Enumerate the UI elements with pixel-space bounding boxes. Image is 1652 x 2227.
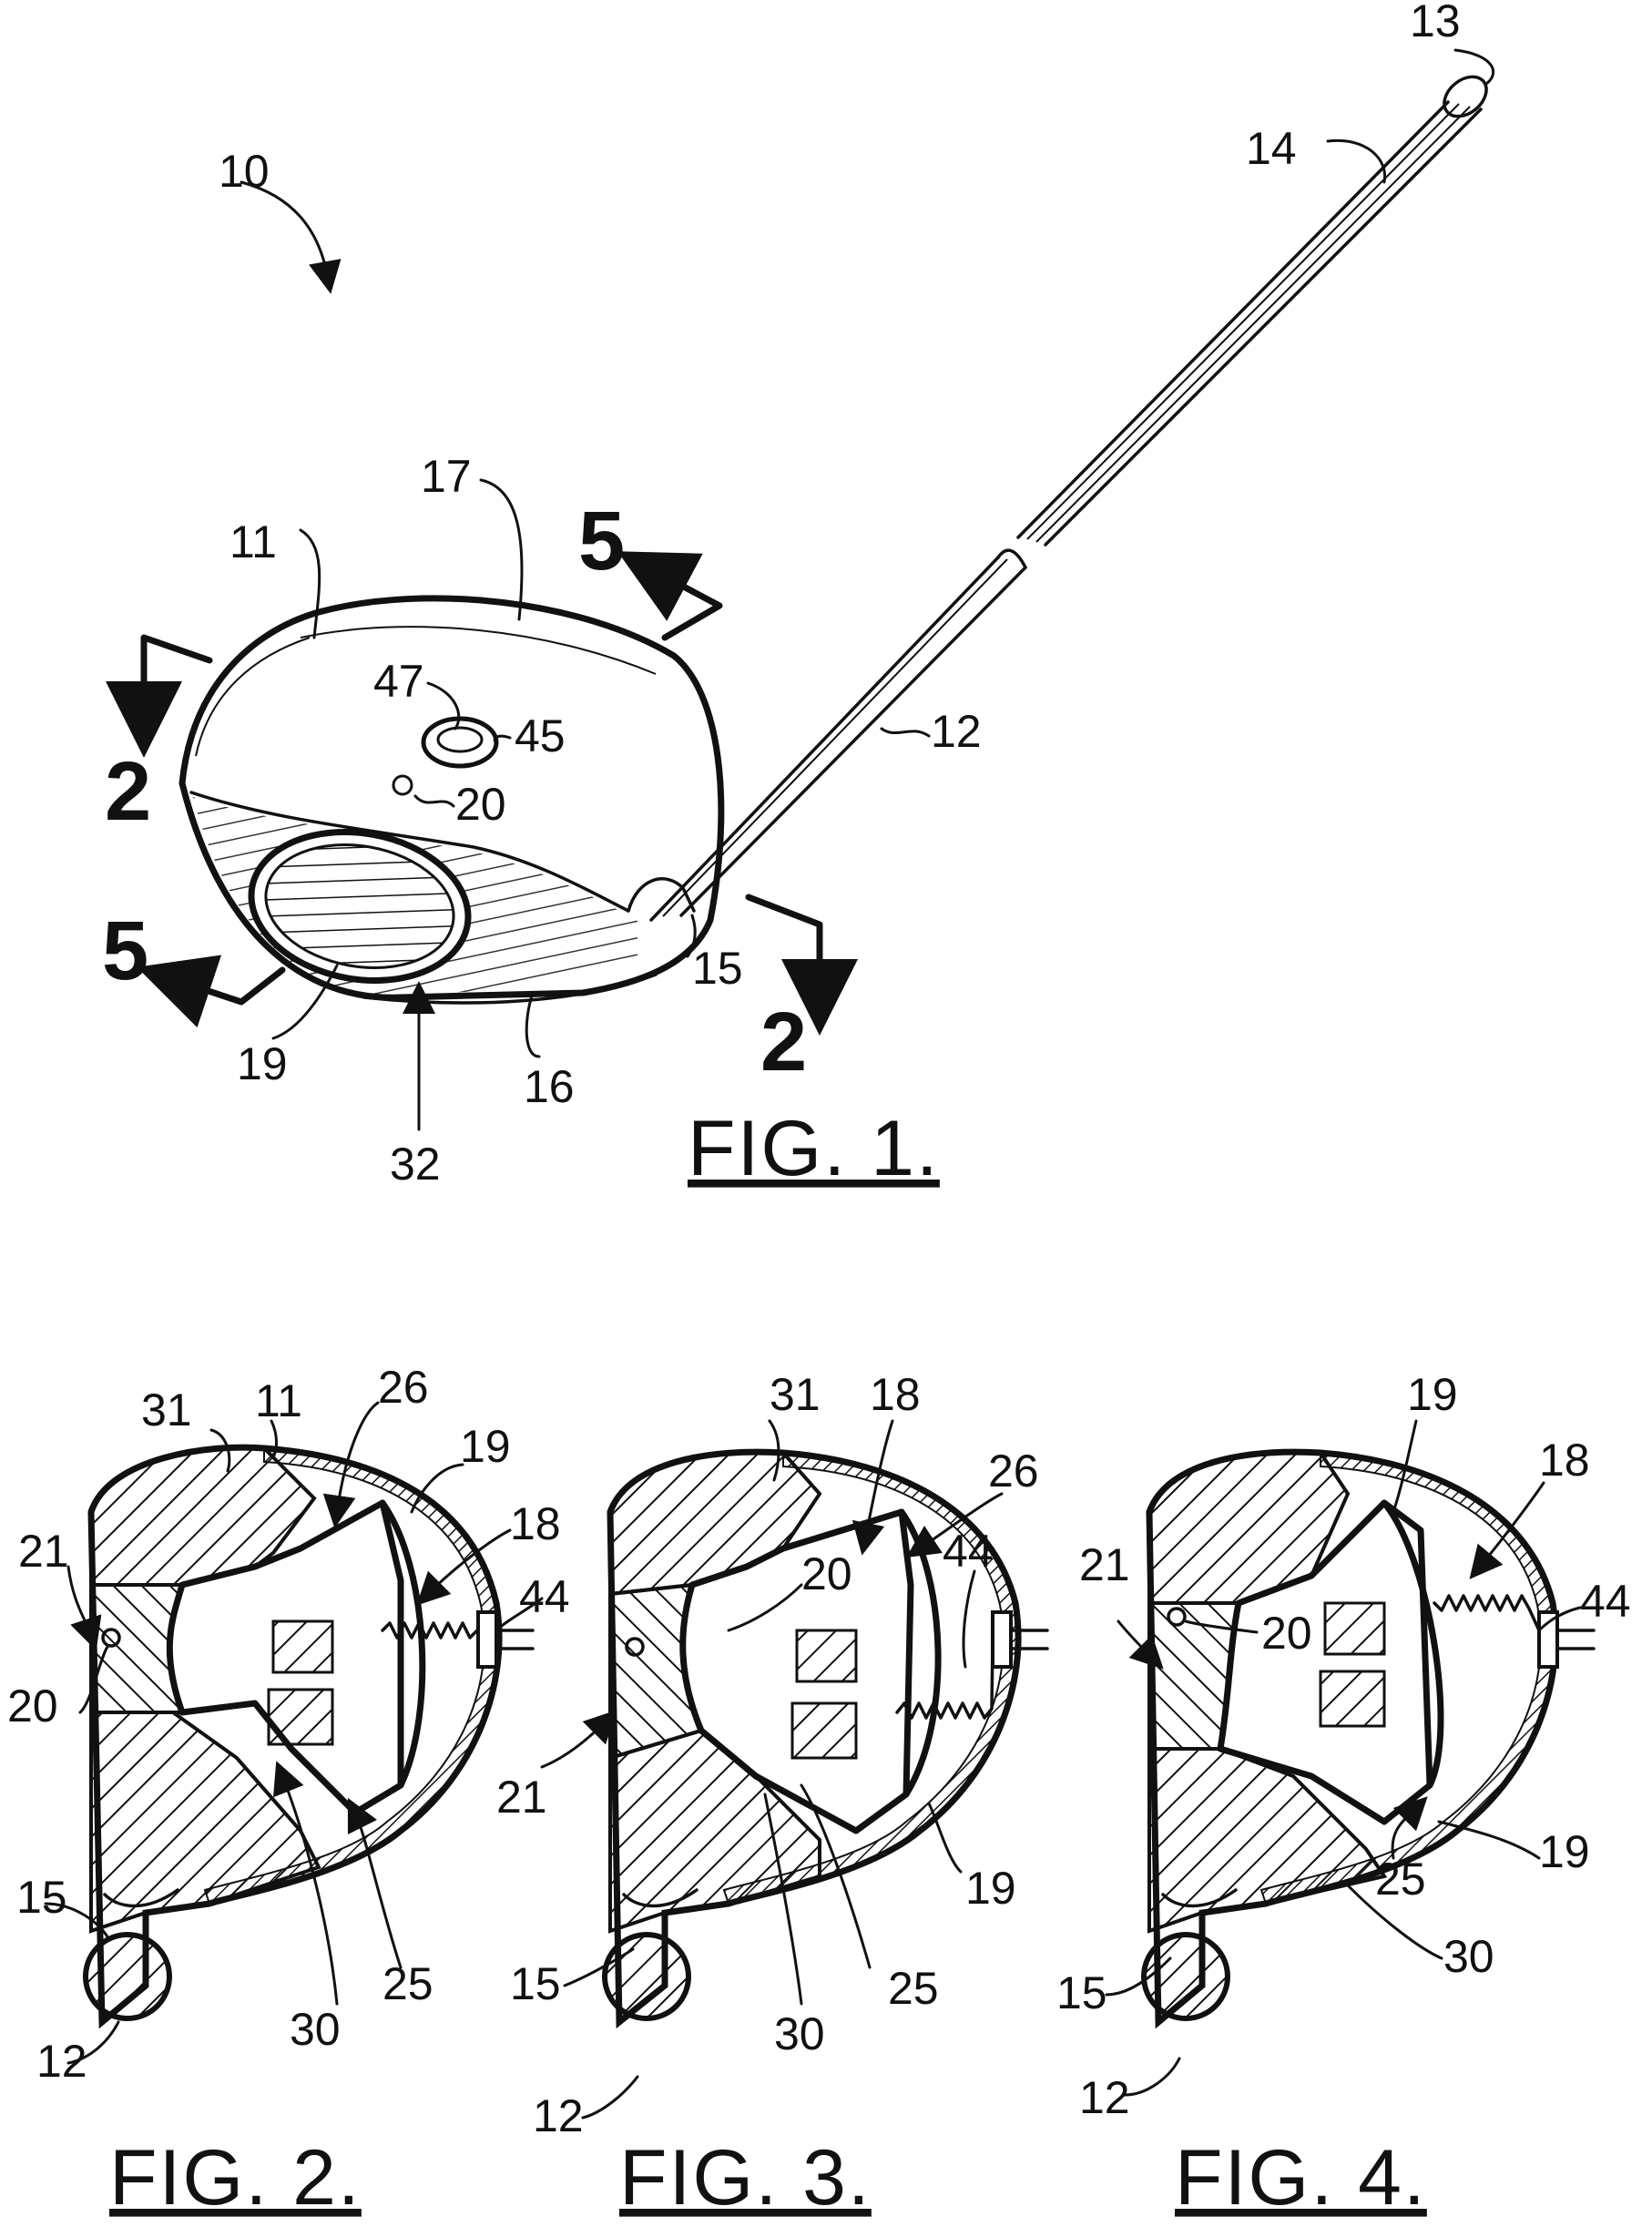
fig2-ref-18: 18 (510, 1498, 561, 1549)
fig2-ref-19: 19 (460, 1421, 511, 1472)
section-2-left: 2 (105, 745, 151, 838)
fig-4-caption: FIG. 4. (1175, 2134, 1427, 2222)
fig3-ref-21: 21 (496, 1772, 547, 1823)
ref-32: 32 (390, 1139, 441, 1190)
fig3-ref-12: 12 (533, 2090, 584, 2141)
ref-47: 47 (373, 656, 424, 707)
fig2-ref-26: 26 (378, 1362, 429, 1413)
fig4-ref-18: 18 (1539, 1435, 1590, 1486)
fig4-ref-12: 12 (1079, 2072, 1130, 2123)
fig2-ref-12: 12 (36, 2036, 87, 2087)
fig2-ref-15: 15 (16, 1872, 67, 1923)
ref-16: 16 (524, 1061, 575, 1112)
fig3-ref-19: 19 (965, 1863, 1016, 1914)
section-5-top: 5 (578, 495, 625, 587)
fig2-ref-20: 20 (7, 1680, 58, 1732)
fig2-ref-11: 11 (255, 1375, 302, 1426)
fig4-ref-20: 20 (1261, 1608, 1312, 1659)
fig-2-caption: FIG. 2. (109, 2134, 362, 2222)
ref-15: 15 (692, 943, 743, 994)
figure-1: 10 13 14 11 17 47 45 20 12 15 19 16 32 2… (102, 0, 1495, 1192)
fig4-ref-19-top: 19 (1407, 1369, 1458, 1420)
fig4-ref-30: 30 (1443, 1931, 1494, 1982)
fig3-ref-20: 20 (801, 1548, 852, 1599)
figure-3: 31 18 26 20 44 21 15 12 30 25 19 FIG. 3. (496, 1369, 1049, 2222)
ref-45: 45 (515, 710, 566, 761)
ref-14: 14 (1246, 123, 1297, 174)
fig3-ref-15: 15 (510, 1958, 561, 2009)
section-lines (106, 551, 858, 1036)
fig4-ref-15: 15 (1056, 1967, 1107, 2018)
ref-12: 12 (931, 706, 982, 757)
fig2-ref-44: 44 (519, 1571, 570, 1622)
fig3-ref-25: 25 (888, 1963, 939, 2014)
ref-20: 20 (455, 779, 506, 830)
fig3-ref-18: 18 (870, 1369, 921, 1420)
fig2-ref-30: 30 (290, 2004, 341, 2055)
fig2-ref-31: 31 (141, 1384, 192, 1435)
fig-1-caption: FIG. 1. (688, 1105, 940, 1192)
fig3-ref-31: 31 (770, 1369, 821, 1420)
ref-11: 11 (229, 516, 277, 567)
fig4-ref-25: 25 (1375, 1854, 1426, 1905)
fig4-ref-19-bottom: 19 (1539, 1826, 1590, 1877)
fig4-ref-21: 21 (1079, 1539, 1130, 1590)
ref-13: 13 (1410, 0, 1461, 46)
fig-3-caption: FIG. 3. (619, 2134, 872, 2222)
fig1-leaders (240, 48, 1495, 1131)
fig3-ref-26: 26 (988, 1446, 1039, 1497)
section-2-right: 2 (760, 996, 807, 1088)
fig3-ref-44: 44 (943, 1526, 994, 1577)
figure-4: 19 18 44 21 20 25 19 30 15 12 FIG. 4. (1056, 1369, 1631, 2222)
fig4-ref-44: 44 (1580, 1576, 1631, 1627)
shaft-grip (1016, 75, 1488, 547)
section-5-bottom: 5 (102, 904, 148, 997)
ref-10: 10 (219, 146, 270, 197)
fig3-ref-30: 30 (774, 2008, 825, 2059)
ref-19: 19 (237, 1038, 288, 1089)
club-head (178, 595, 725, 1005)
figure-2: 31 11 26 19 18 44 21 20 15 12 30 25 FIG.… (7, 1362, 570, 2222)
ref-17: 17 (421, 451, 472, 502)
fig2-ref-21: 21 (18, 1526, 69, 1577)
fig2-ref-25: 25 (382, 1958, 433, 2009)
